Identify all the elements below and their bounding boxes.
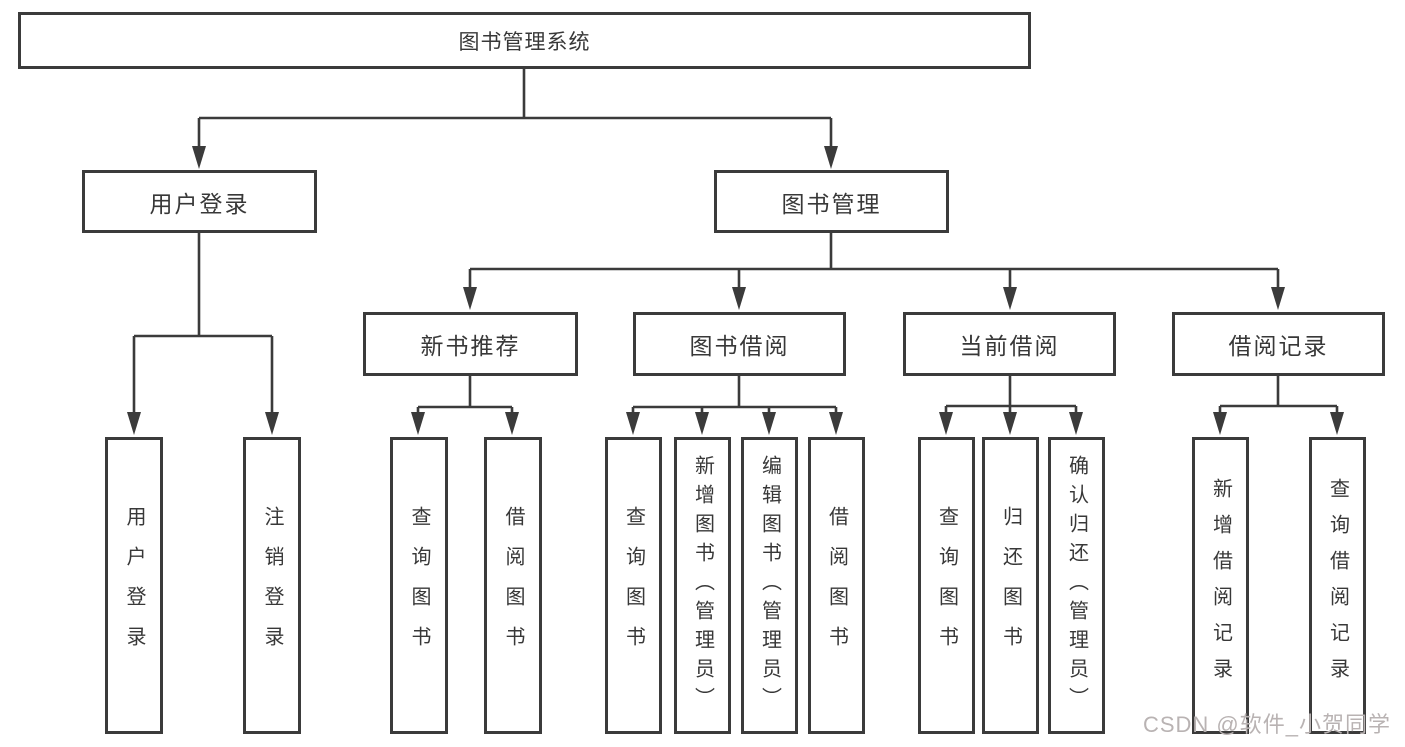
node-book-management-label: 图书管理 <box>781 190 882 217</box>
node-borrowing-records: 借阅记录 <box>1172 312 1385 376</box>
leaf-nbr-query-books-label: 查询图书 <box>408 505 430 666</box>
leaf-br-add-record-label: 新增借阅记录 <box>1209 477 1232 694</box>
leaf-bb-add-books-admin: 新增图书（管理员） <box>674 437 731 734</box>
node-book-borrowing-label: 图书借阅 <box>689 333 790 359</box>
csdn-watermark: CSDN @软件_小贺同学 <box>1142 712 1391 737</box>
node-root-label: 图书管理系统 <box>458 30 591 54</box>
leaf-nbr-query-books: 查询图书 <box>390 437 448 734</box>
leaf-br-query-record: 查询借阅记录 <box>1309 437 1366 734</box>
node-book-borrowing: 图书借阅 <box>633 312 846 376</box>
leaf-bb-borrow-books-label: 借阅图书 <box>825 505 848 666</box>
node-user-login: 用户登录 <box>82 170 317 233</box>
node-book-management: 图书管理 <box>714 170 949 233</box>
node-root-system: 图书管理系统 <box>18 12 1031 69</box>
leaf-user-login-label: 用户登录 <box>123 505 145 666</box>
leaf-bb-query-books: 查询图书 <box>605 437 662 734</box>
leaf-logout-label: 注销登录 <box>261 505 283 666</box>
leaf-cb-confirm-return-admin-label: 确认归还（管理员） <box>1065 455 1088 716</box>
leaf-cb-query-books: 查询图书 <box>918 437 975 734</box>
leaf-user-login: 用户登录 <box>105 437 163 734</box>
leaf-bb-query-books-label: 查询图书 <box>622 505 645 666</box>
node-current-borrowing-label: 当前借阅 <box>959 333 1060 359</box>
leaf-cb-query-books-label: 查询图书 <box>935 505 958 666</box>
leaf-br-add-record: 新增借阅记录 <box>1192 437 1249 734</box>
leaf-cb-return-books: 归还图书 <box>982 437 1039 734</box>
node-new-book-recommend: 新书推荐 <box>363 312 578 376</box>
leaf-bb-add-books-admin-label: 新增图书（管理员） <box>691 455 714 716</box>
leaf-bb-edit-books-admin-label: 编辑图书（管理员） <box>758 455 781 716</box>
leaf-cb-return-books-label: 归还图书 <box>999 505 1022 666</box>
leaf-nbr-borrow-books: 借阅图书 <box>484 437 542 734</box>
leaf-bb-borrow-books: 借阅图书 <box>808 437 865 734</box>
leaf-bb-edit-books-admin: 编辑图书（管理员） <box>741 437 798 734</box>
leaf-nbr-borrow-books-label: 借阅图书 <box>502 505 524 666</box>
leaf-logout: 注销登录 <box>243 437 301 734</box>
leaf-cb-confirm-return-admin: 确认归还（管理员） <box>1048 437 1105 734</box>
node-new-book-recommend-label: 新书推荐 <box>420 333 521 359</box>
node-current-borrowing: 当前借阅 <box>903 312 1116 376</box>
leaf-br-query-record-label: 查询借阅记录 <box>1326 477 1349 694</box>
node-borrowing-records-label: 借阅记录 <box>1228 333 1329 359</box>
node-user-login-label: 用户登录 <box>149 190 250 217</box>
